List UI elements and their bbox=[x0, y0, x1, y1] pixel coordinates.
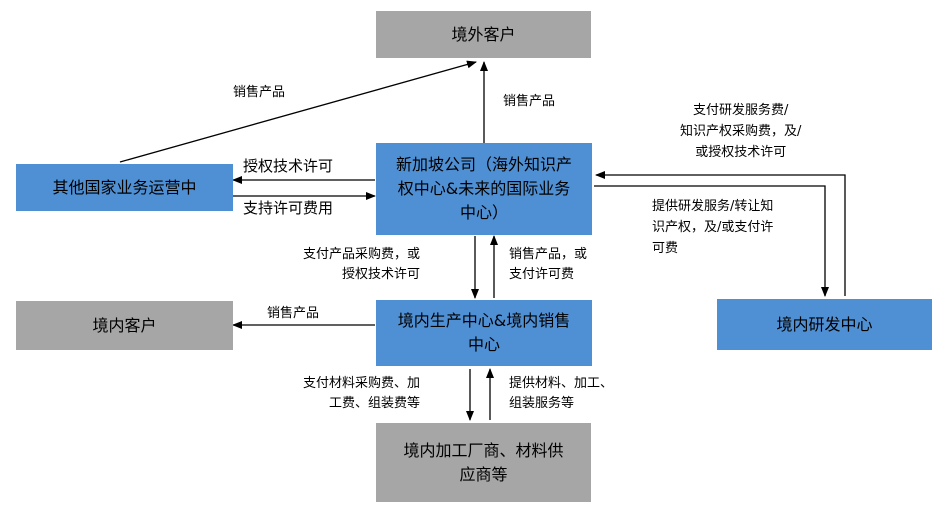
label-other-to-singapore: 支持许可费用 bbox=[243, 199, 334, 217]
node-singapore-label: 新加坡公司（海外知识产权中心&未来的国际业务中心） bbox=[395, 155, 572, 222]
label-production-to-domestic-customer: 销售产品 bbox=[267, 306, 320, 321]
node-other-operations: 其他国家业务运营中 bbox=[16, 164, 233, 211]
label-production-to-suppliers: 支付材料采购费、加 工费、组装费等 bbox=[303, 376, 421, 411]
node-domestic-rd-label: 境内研发中心 bbox=[776, 314, 873, 334]
node-domestic-customer-label: 境内客户 bbox=[92, 315, 157, 335]
arrow-rd-to-singapore bbox=[595, 171, 846, 296]
label-rd-to-singapore: 提供研发服务/转让知 识产权，及/或支付许 可费 bbox=[652, 199, 774, 256]
arrow-other-to-overseas bbox=[119, 60, 477, 163]
node-domestic-suppliers: 境内加工厂商、材料供应商等 bbox=[376, 423, 591, 502]
node-singapore: 新加坡公司（海外知识产权中心&未来的国际业务中心） bbox=[376, 143, 592, 235]
label-singapore-to-other: 授权技术许可 bbox=[243, 157, 334, 175]
node-domestic-production-label: 境内生产中心&境内销售中心 bbox=[397, 311, 571, 354]
label-production-to-singapore: 销售产品，或 支付许可费 bbox=[509, 247, 588, 282]
arrow-singapore-to-rd bbox=[594, 185, 829, 297]
label-singapore-to-rd: 支付研发服务费/ 知识产权采购费，及/ 或授权技术许可 bbox=[680, 103, 802, 160]
label-singapore-to-overseas: 销售产品 bbox=[503, 94, 556, 109]
label-suppliers-to-production: 提供材料、加工、 组装服务等 bbox=[509, 376, 614, 411]
label-other-to-overseas: 销售产品 bbox=[233, 85, 286, 100]
node-overseas-customer: 境外客户 bbox=[376, 11, 591, 58]
node-domestic-production: 境内生产中心&境内销售中心 bbox=[376, 300, 592, 366]
node-domestic-rd: 境内研发中心 bbox=[717, 299, 932, 350]
node-other-operations-label: 其他国家业务运营中 bbox=[52, 177, 197, 197]
node-domestic-customer: 境内客户 bbox=[16, 301, 233, 350]
node-domestic-suppliers-label: 境内加工厂商、材料供应商等 bbox=[403, 440, 564, 484]
node-overseas-customer-label: 境外客户 bbox=[451, 24, 516, 44]
label-singapore-to-production: 支付产品采购费，或 授权技术许可 bbox=[303, 247, 421, 282]
